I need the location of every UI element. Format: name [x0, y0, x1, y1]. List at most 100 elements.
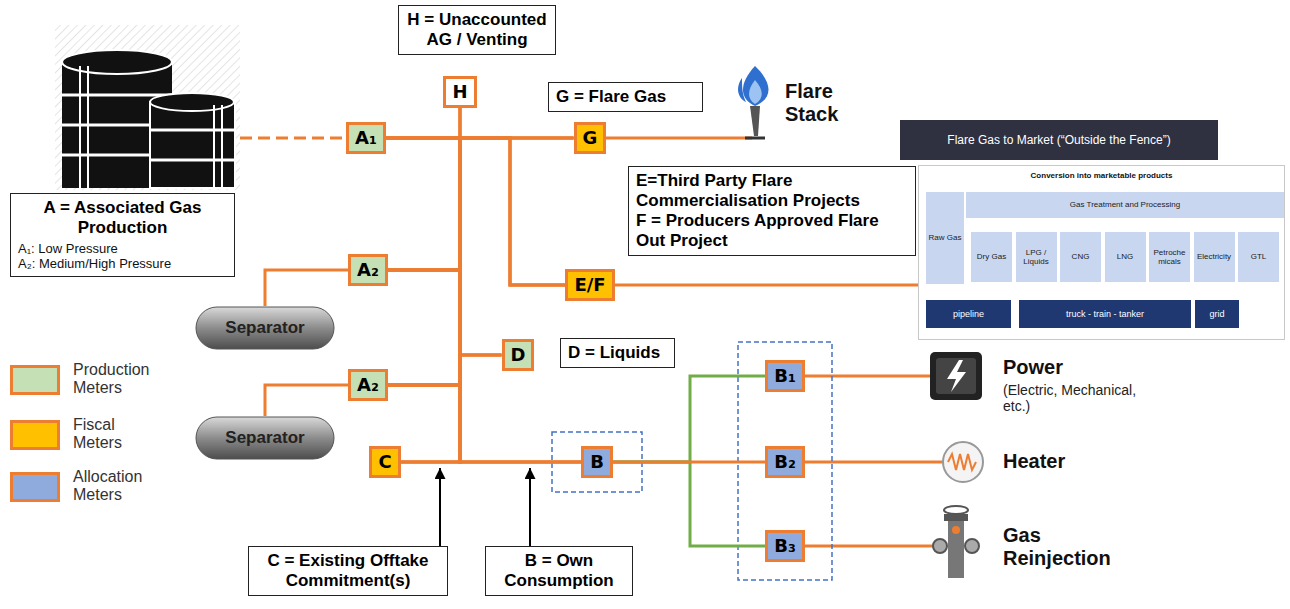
- pipe-connector: [386, 138, 502, 355]
- node-text: B₂: [774, 451, 796, 473]
- separator-vessel: Separator: [195, 416, 335, 460]
- flare-pipe: [590, 137, 752, 140]
- feed-pipe: [240, 137, 352, 140]
- outlet-pipes: [790, 545, 940, 548]
- node-text: truck - train - tanker: [1066, 309, 1144, 319]
- callout-box: D = Liquids: [560, 338, 675, 368]
- callout-box: G = Flare Gas: [548, 82, 703, 112]
- node-text: A₂: [357, 374, 379, 396]
- meter-box: H: [443, 76, 476, 108]
- pipe-connector: [388, 138, 581, 462]
- pipe-connector: [388, 138, 574, 270]
- meter-box: B: [581, 446, 613, 478]
- node-text: E=Third Party Flare Commercialisation Pr…: [636, 171, 908, 211]
- node-text: E/F: [574, 274, 605, 296]
- power-icon: [930, 352, 982, 400]
- node-text: Raw Gas: [929, 233, 962, 242]
- reinjection-icon: [965, 539, 979, 553]
- node-text: CNG: [1072, 252, 1090, 261]
- allocation-group-outline: [552, 342, 832, 580]
- node-text: Gas Treatment and Processing: [1070, 200, 1180, 209]
- product-box: GTL: [1238, 232, 1279, 282]
- node-text: Dry Gas: [977, 252, 1006, 261]
- heater-icon: [948, 454, 976, 470]
- node-text: pipeline: [953, 309, 984, 319]
- legend-text: Production Meters: [73, 361, 165, 398]
- callout-box: H = Unaccounted AG / Venting: [398, 5, 556, 55]
- node-text: Flare Gas to Market (“Outside the Fence”…: [947, 133, 1170, 147]
- meter-box: B₁: [765, 360, 805, 392]
- transport-bar: truck - train - tanker: [1019, 300, 1191, 328]
- meter-box: C: [369, 446, 400, 478]
- separator-shape: [196, 417, 334, 459]
- node-text: Conversion into marketable products: [919, 171, 1284, 180]
- storage-tanks: [55, 25, 240, 190]
- node-text: grid: [1209, 309, 1224, 319]
- node-text: D = Liquids: [568, 343, 667, 363]
- storage-tanks: [79, 66, 81, 188]
- node-text: G = Flare Gas: [556, 87, 695, 107]
- pipe-connector: [388, 108, 460, 270]
- pipe-connector: [265, 385, 348, 416]
- outlet-pipes: [790, 461, 943, 464]
- header-bar: Flare Gas to Market (“Outside the Fence”…: [900, 120, 1218, 160]
- node-text: D: [511, 344, 526, 366]
- pipe-connector: [388, 138, 460, 462]
- pipe-connector: [386, 138, 566, 285]
- product-box: LNG: [1105, 232, 1146, 282]
- node-text: A₂: [357, 259, 379, 281]
- storage-tanks: [150, 102, 235, 188]
- storage-tanks: [213, 105, 215, 188]
- icon-label: Heater: [1003, 450, 1133, 473]
- callout-box: C = Existing Offtake Commitment(s): [248, 546, 448, 596]
- process-panel: Conversion into marketable productsGas T…: [918, 165, 1285, 340]
- meter-box: D: [502, 339, 535, 371]
- storage-tanks: [62, 50, 172, 74]
- heater-icon: [943, 442, 983, 482]
- power-icon: [947, 360, 966, 392]
- legend-text: Allocation Meters: [73, 468, 165, 505]
- reinjection-icon: [944, 514, 968, 521]
- node-text: C = Existing Offtake Commitment(s): [256, 551, 440, 591]
- callout-box: B = Own Consumption: [485, 546, 633, 596]
- pipe-connector: [388, 138, 566, 385]
- heater-icon: [943, 442, 983, 482]
- callout-arrow: [439, 468, 441, 546]
- separator-shape: [196, 307, 334, 349]
- meter-box: A₂: [348, 254, 388, 286]
- storage-tanks: [221, 105, 223, 188]
- node-text: A₂: Medium/High Pressure: [18, 256, 227, 271]
- node-text: LPG / Liquids: [1017, 248, 1056, 266]
- callout-box: E=Third Party Flare Commercialisation Pr…: [628, 166, 916, 256]
- node-text: Electricity: [1197, 252, 1231, 261]
- node-text: GTL: [1251, 252, 1267, 261]
- callout-arrow: [440, 468, 530, 546]
- callout-arrow: [529, 468, 531, 546]
- meter-box: B₂: [765, 446, 805, 478]
- transport-bar: grid: [1195, 300, 1239, 328]
- node-text: B₃: [774, 535, 796, 557]
- flare-stack-icon: [743, 66, 769, 106]
- pipe-connector: [613, 376, 765, 462]
- product-box: Electricity: [1194, 232, 1235, 282]
- product-box: LPG / Liquids: [1016, 232, 1057, 282]
- node-text: B: [590, 451, 604, 473]
- pipe-connector: [386, 138, 460, 462]
- pipe-connector: [388, 138, 502, 355]
- pipe-connector: [388, 138, 581, 462]
- transport-bar: pipeline: [926, 300, 1011, 328]
- pipe-connector: [386, 138, 581, 462]
- node-text: F = Producers Approved Flare Out Project: [636, 211, 908, 251]
- reinjection-icon: [952, 526, 960, 534]
- meter-box: E/F: [565, 269, 614, 301]
- pipe-connector: [388, 138, 460, 462]
- storage-tanks: [62, 94, 172, 97]
- power-icon: [930, 352, 982, 400]
- meter-box: A₁: [346, 122, 386, 154]
- flare-stack-icon: [738, 66, 768, 138]
- pipe-connector: [613, 461, 765, 464]
- flare-stack-icon: [750, 106, 760, 136]
- pipe-connector: [265, 270, 348, 306]
- icon-label: (Electric, Mechanical, etc.): [1003, 382, 1153, 414]
- pipe-connector: [613, 462, 765, 546]
